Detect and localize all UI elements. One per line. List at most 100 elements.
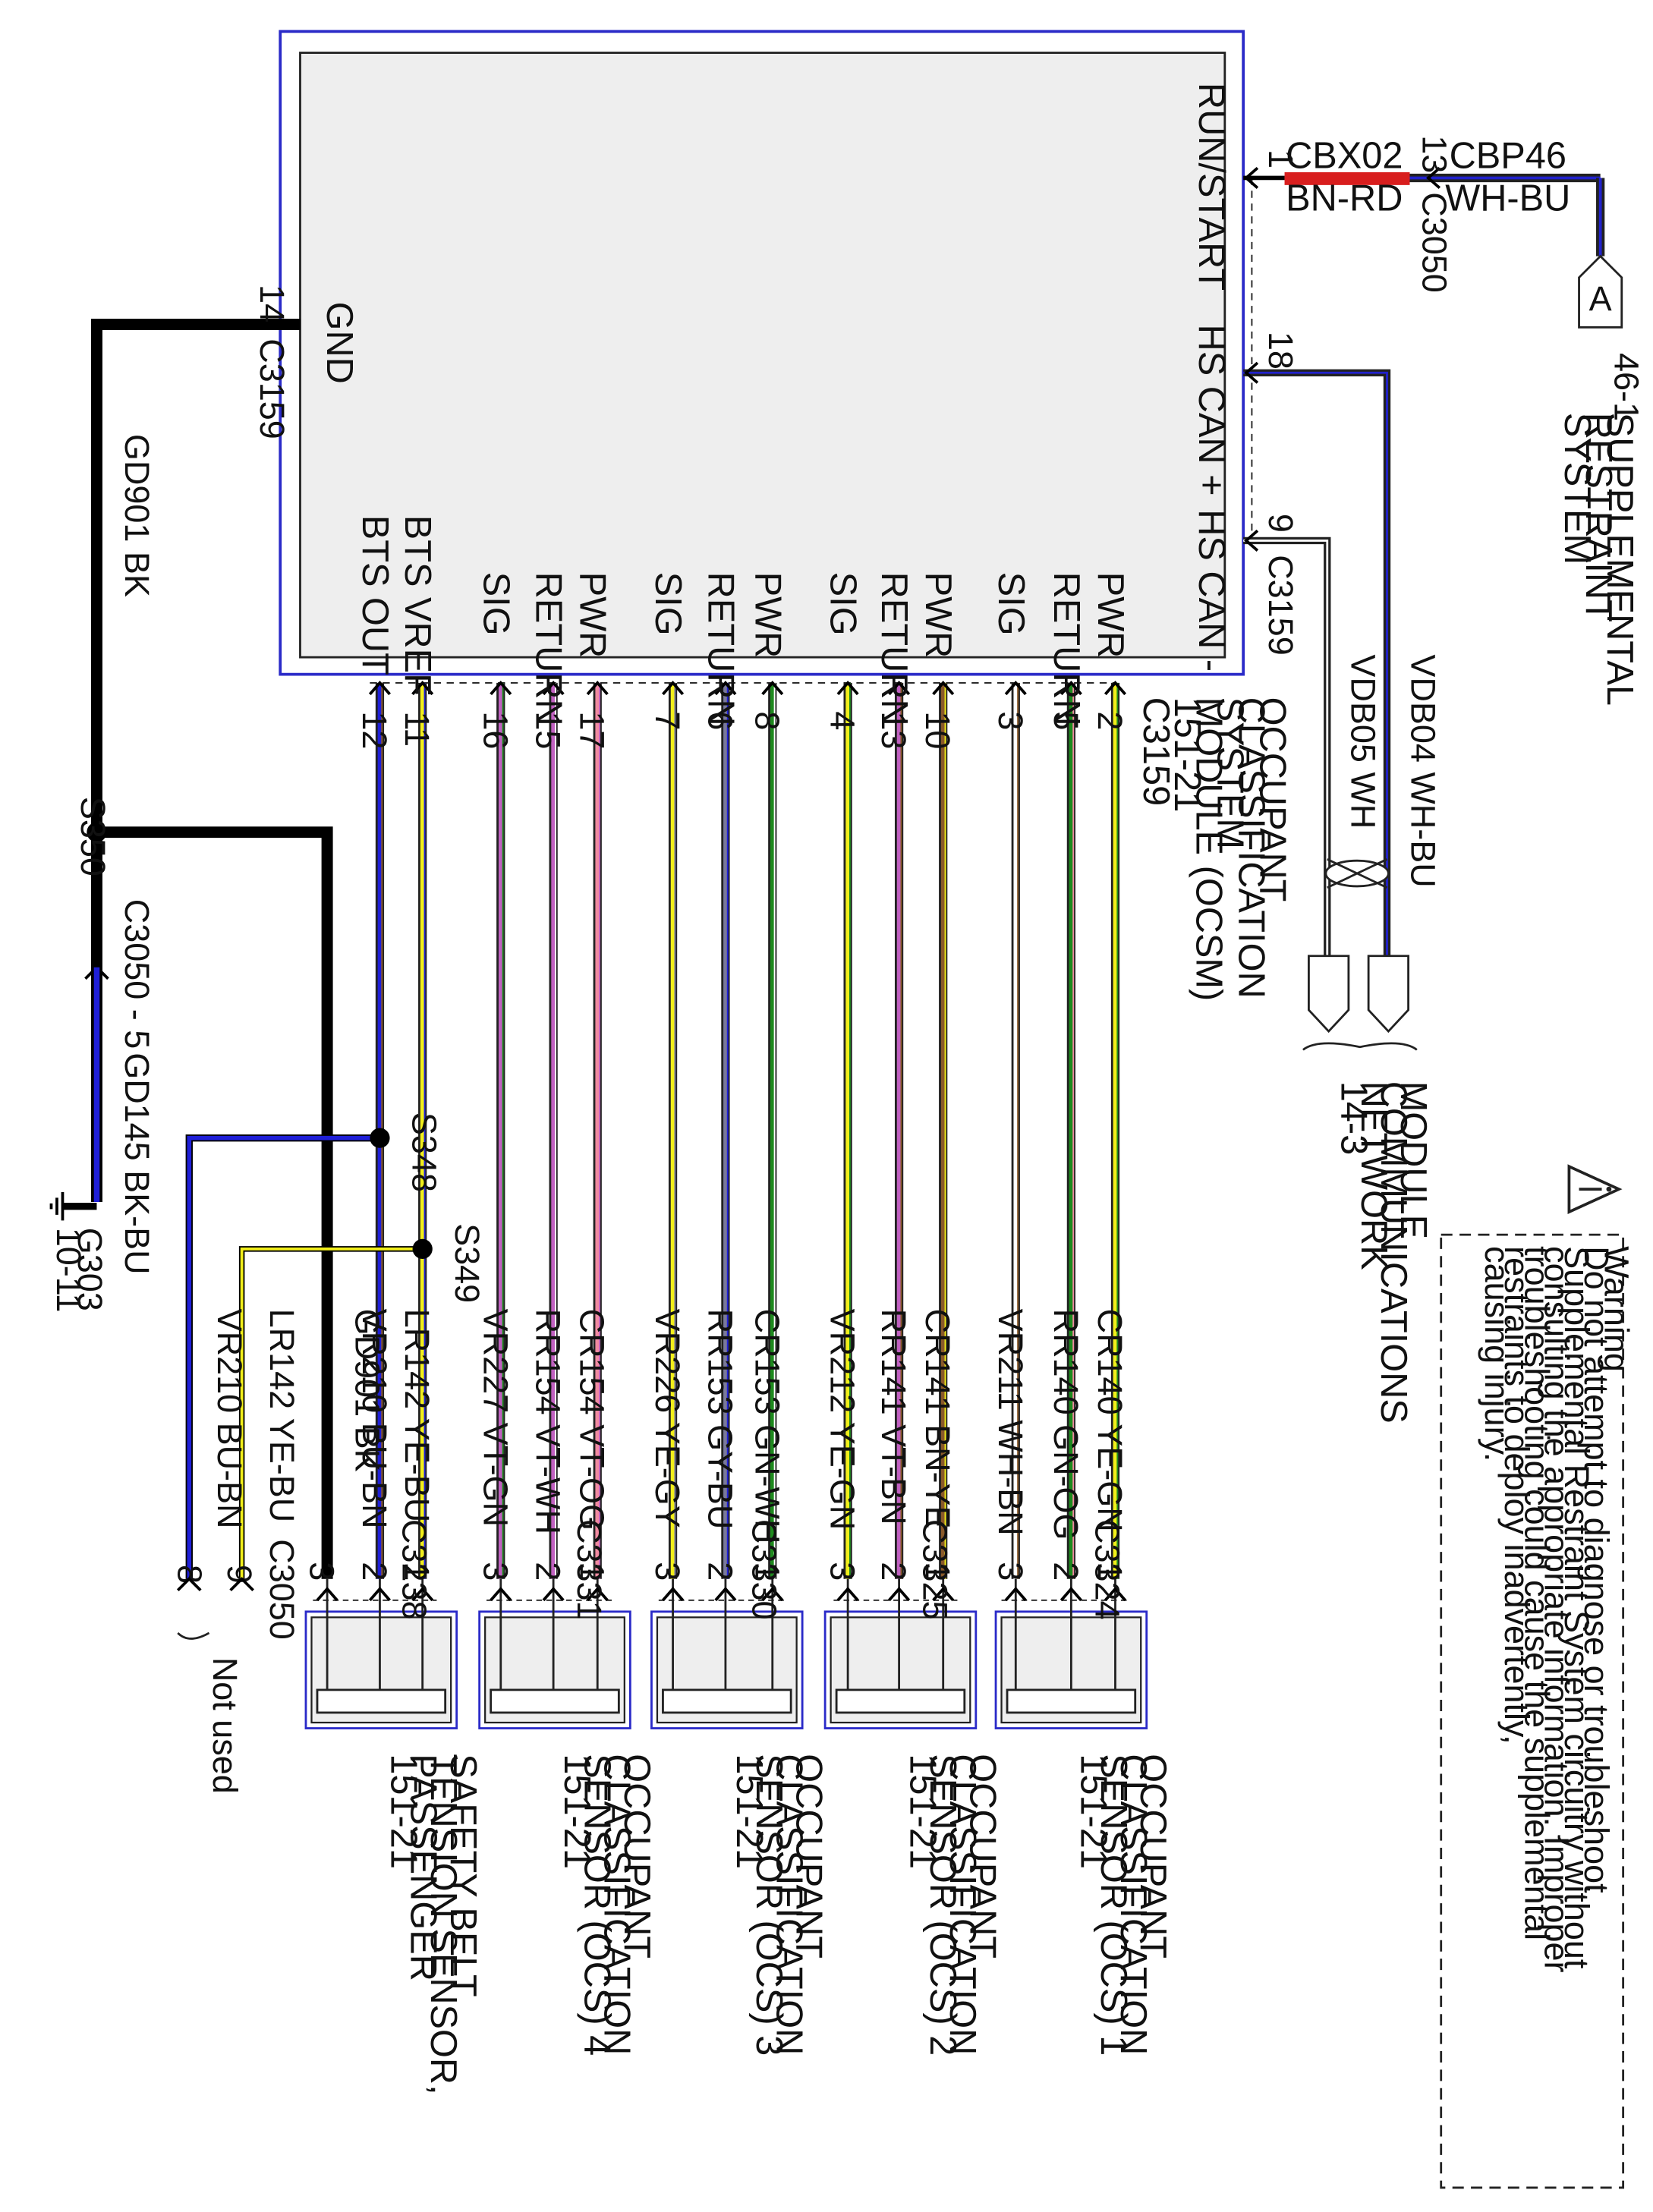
c3050-pin: 13 — [1415, 135, 1453, 173]
pin-7-wire — [662, 681, 685, 1579]
pin-num-7: 6 — [701, 711, 739, 730]
sr-title-line-3: SYSTEM — [1557, 413, 1598, 565]
network-title-line-2: COMMUNICATIONS — [1373, 1081, 1414, 1424]
wire-code-7: RR153 GY-BU — [701, 1309, 739, 1530]
sensor-3-title-line-4: 151-21 — [729, 1754, 770, 1869]
sensor-2-pin-2: 2 — [874, 1562, 913, 1581]
pin-16-wire — [490, 681, 512, 1579]
func-label-1: RETURN — [1046, 572, 1087, 726]
warning-icon — [1567, 1164, 1623, 1215]
cbx02-color: BN-RD — [1286, 178, 1403, 219]
sensor-4-pin-2: 2 — [529, 1562, 568, 1581]
hs-can-minus-pin: 9 — [1261, 514, 1300, 533]
sensor-4-title-line-1: OCCUPANT — [616, 1754, 657, 1959]
sensor-3-title-line-1: OCCUPANT — [789, 1754, 830, 1959]
sensor-2-pin-1: 1 — [918, 1562, 957, 1581]
func-label-10: RETURN — [528, 572, 569, 726]
pin-8-wire — [761, 681, 784, 1579]
s348-splice — [370, 1128, 390, 1148]
sensor-5-pin-3: 3 — [303, 1562, 342, 1581]
warning-line-1: Warning — [1597, 1246, 1636, 1372]
sensor-5-title-line-4: 151-21 — [383, 1754, 423, 1869]
pin-num-11: 16 — [476, 711, 515, 749]
pin-15-wire — [542, 681, 565, 1579]
sensor-5-pin-2: 2 — [355, 1562, 394, 1581]
sensor-1-title-line-2: CLASSIFICATION — [1113, 1754, 1154, 2055]
sensor-conn-2: C3325 — [915, 1519, 954, 1620]
cbp46-color: WH-BU — [1445, 178, 1570, 219]
sensor-1-title-line-1: OCCUPANT — [1132, 1754, 1173, 1959]
run-start-pin: 1 — [1261, 149, 1300, 168]
pin-num-13: 12 — [355, 711, 394, 749]
pin-2-wire — [1104, 681, 1127, 1579]
wire-code-13: VR210 BU-BN — [355, 1309, 394, 1529]
lr142-belt: LR142 YE-BU — [263, 1309, 301, 1523]
warning-line-2: Do not attempt to diagnose or troublesho… — [1577, 1246, 1616, 1893]
c3050-belt: C3050 — [263, 1539, 301, 1640]
wire-code-10: RR154 VT-WH — [529, 1309, 568, 1534]
warning-line-7: causing injury. — [1478, 1246, 1516, 1462]
func-label-9: PWR — [572, 572, 613, 659]
sr-ref: 46-1 — [1607, 353, 1645, 421]
sensor-3-pin-2: 2 — [701, 1562, 739, 1581]
func-label-11: SIG — [475, 572, 516, 636]
sensor-1-title-line-3: SENSOR (OCS) 1 — [1093, 1754, 1134, 2056]
run-start-circuit — [1243, 166, 1623, 329]
gnd-pin: 14 — [253, 285, 291, 323]
network-title-line-4: 14-3 — [1333, 1081, 1374, 1156]
sensor-2-title-line-1: OCCUPANT — [962, 1754, 1003, 1959]
sensor-5-title-line-1: SAFETY BELT — [442, 1754, 483, 1996]
sensor-boxes — [304, 1578, 1148, 1729]
gd145-label: GD145 BK-BU — [118, 1053, 156, 1274]
gd901-label: GD901 BK — [118, 434, 156, 597]
vdb04-label: VDB04 WH-BU — [1403, 654, 1442, 887]
sensor-conn-1: C3324 — [1088, 1519, 1126, 1620]
sensor-conn-4: C3331 — [570, 1519, 609, 1620]
sensor-2-title-line-2: CLASSIFICATION — [942, 1754, 983, 2055]
pin-11-wire — [411, 681, 434, 1579]
sr-title-line-1: SUPPLEMENTAL — [1599, 413, 1640, 706]
network-title-line-1: MODULE — [1393, 1081, 1434, 1239]
ocsm-title-line-5: 151-21 — [1167, 697, 1207, 813]
sensor-3 — [650, 1578, 804, 1729]
pin-5-wire — [1059, 681, 1082, 1579]
hs-can-plus-label: HS CAN + — [1191, 325, 1232, 496]
pin-6-wire — [714, 681, 737, 1579]
hs-can-minus-label: HS CAN - — [1191, 509, 1232, 672]
warning-line-4: consulting the appropriate information. … — [1538, 1246, 1576, 1972]
sensor-3-title-line-2: CLASSIFICATION — [768, 1754, 809, 2055]
pin-10-wire — [932, 681, 955, 1579]
sensor-3-title-line-3: SENSOR (OCS) 3 — [748, 1754, 789, 2056]
g303-label: G303 — [71, 1228, 109, 1311]
pin-17-wire — [586, 681, 609, 1579]
wire-code-0: CR140 YE-GN — [1091, 1309, 1129, 1532]
c3050-5-label: C3050 - 5 — [118, 899, 156, 1049]
ocsm-connector-label: C3159 — [1135, 697, 1176, 807]
sensor-5-pin-1: 1 — [398, 1562, 436, 1581]
hs-can-circuits — [1243, 361, 1418, 1051]
sensor-5-title-line-3: PASSENGER — [403, 1754, 444, 1981]
c3050-label: C3050 — [1415, 192, 1453, 293]
vdb05-label: VDB05 WH — [1344, 654, 1383, 829]
warning-line-5: troubleshooting could cause the suppleme… — [1517, 1246, 1556, 1940]
belt-gd901: GD901 BK — [348, 1309, 387, 1472]
func-label-2: SIG — [990, 572, 1031, 636]
belt-splices — [177, 1128, 433, 1640]
sensor-conn-3: C3330 — [745, 1519, 784, 1620]
sensor-5-title-line-2: TENSION SENSOR, — [423, 1754, 464, 2094]
hs-can-minus-conn: C3159 — [1261, 555, 1300, 656]
ocsm-title-line-4: MODULE (OCSM) — [1188, 697, 1229, 1002]
func-label-13: BTS OUT — [354, 515, 395, 675]
sensor-4-pin-3: 3 — [476, 1562, 515, 1581]
gnd-conn: C3159 — [253, 338, 291, 439]
pin-num-4: 13 — [874, 711, 913, 749]
sensor-4-title-line-4: 151-21 — [556, 1754, 597, 1869]
wire-code-5: VR212 YE-GN — [823, 1309, 862, 1531]
ground-symbol — [49, 1191, 65, 1221]
func-label-7: RETURN — [700, 572, 741, 726]
warning-line-6: restraints to deploy inadvertently, — [1497, 1246, 1536, 1745]
pin-num-8: 7 — [648, 711, 687, 730]
ocsm-title-line-2: CLASSIFICATION — [1231, 697, 1272, 999]
